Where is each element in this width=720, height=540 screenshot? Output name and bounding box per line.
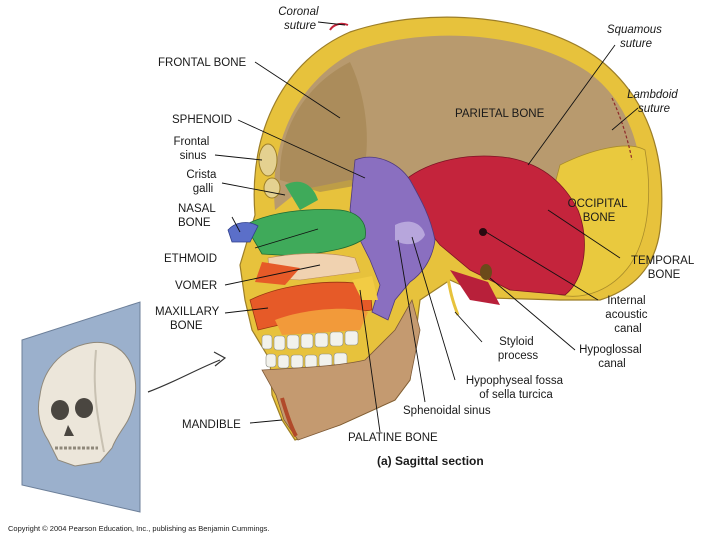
nasal-region: [227, 222, 259, 243]
labels: Coronal suture Squamous suture Lambdoid …: [155, 6, 697, 444]
label-internal-acoustic-canal: Internal acoustic canal: [605, 295, 650, 335]
mandible-region: [261, 298, 421, 441]
label-vomer: VOMER: [175, 280, 217, 292]
upper-teeth: [261, 330, 359, 351]
label-frontal-bone: FRONTAL BONE: [158, 57, 247, 69]
label-frontal-sinus: Frontal sinus: [174, 136, 213, 162]
temporal-region: [404, 155, 585, 296]
label-squamous-suture: Squamous suture: [607, 24, 665, 50]
label-hypoglossal-canal: Hypoglossal canal: [579, 344, 645, 370]
leader-lines: [214, 21, 639, 433]
label-mandible: MANDIBLE: [182, 419, 241, 431]
label-crista-galli: Crista galli: [186, 169, 219, 195]
label-nasal-bone: NASAL BONE: [178, 203, 219, 229]
label-sphenoid: SPHENOID: [172, 114, 232, 126]
label-ethmoid: ETHMOID: [164, 253, 217, 265]
arrow-icon: [147, 359, 221, 393]
label-palatine-bone: PALATINE BONE: [348, 432, 438, 444]
label-coronal-suture: Coronal suture: [278, 6, 321, 32]
label-occipital-bone: OCCIPITAL BONE: [568, 198, 631, 224]
label-hypophyseal-fossa: Hypophyseal fossa of sella turcica: [466, 375, 566, 401]
sphenoid-region: [349, 156, 436, 321]
figure-caption: (a) Sagittal section: [377, 454, 484, 468]
label-maxillary-bone: MAXILLARY BONE: [155, 306, 222, 332]
sagittal-skull: [227, 16, 663, 441]
label-sphenoidal-sinus: Sphenoidal sinus: [403, 405, 491, 417]
lower-teeth: [265, 352, 348, 369]
copyright-notice: Copyright © 2004 Pearson Education, Inc.…: [8, 524, 270, 533]
label-styloid-process: Styloid process: [498, 336, 539, 362]
label-temporal-bone: TEMPORAL BONE: [631, 255, 697, 281]
label-parietal-bone: PARIETAL BONE: [455, 108, 545, 120]
inset-skull-panel: [21, 301, 141, 513]
label-lambdoid-suture: Lambdoid suture: [627, 89, 681, 115]
